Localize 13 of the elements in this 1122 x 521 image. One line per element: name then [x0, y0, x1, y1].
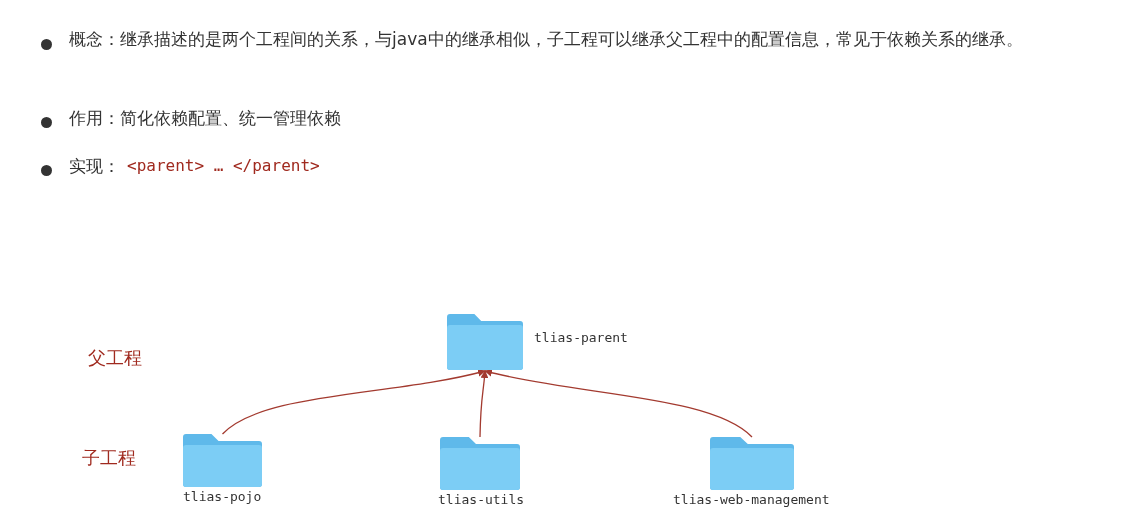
- folder-name: tlias-utils: [438, 492, 525, 507]
- code-text: <parent> … </parent>: [127, 155, 320, 177]
- arrow: [221, 368, 486, 435]
- folder-name: tlias-parent: [534, 330, 628, 345]
- text-line: 实现：: [69, 155, 120, 178]
- row-label: 父工程: [88, 346, 142, 370]
- folder-name: tlias-pojo: [183, 489, 262, 504]
- text-paragraph: 概念：继承描述的是两个工程间的关系，与java中的继承相似，子工程可以继承父工程中的配置信息，常见于依赖关系的继承。: [69, 28, 1024, 51]
- row-label: 子工程: [82, 446, 136, 470]
- text-line: 作用：简化依赖配置、统一管理依赖: [69, 107, 341, 130]
- folder-name: tlias-web-management: [673, 492, 830, 507]
- arrow: [479, 370, 489, 438]
- arrow: [484, 368, 753, 438]
